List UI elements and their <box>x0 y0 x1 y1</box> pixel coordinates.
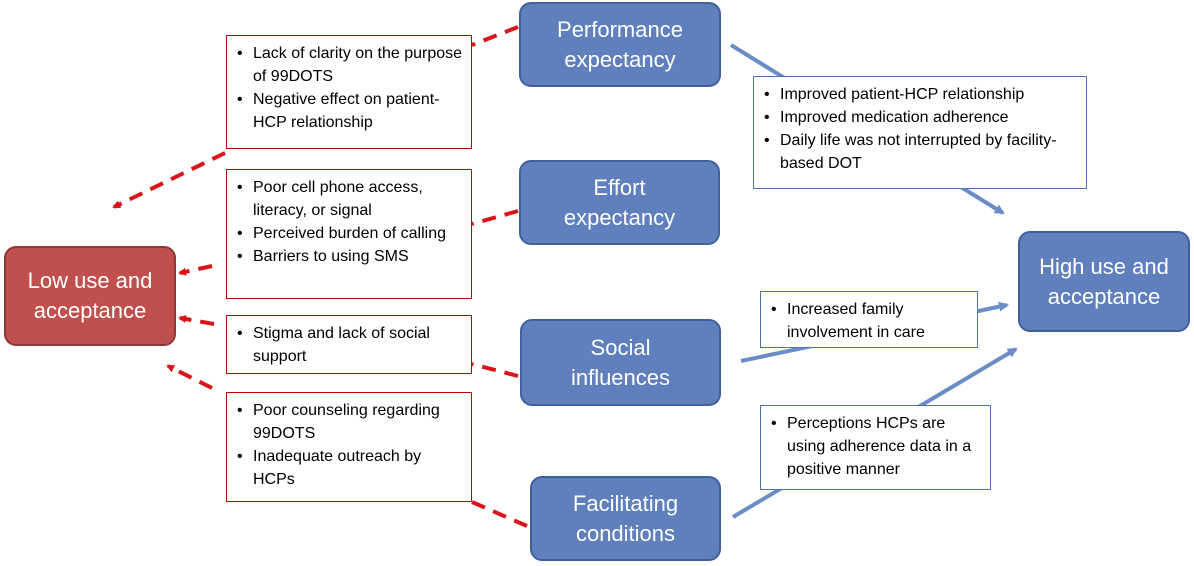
effort-expectancy-label: Effort expectancy <box>563 174 676 230</box>
barrier-item: Perceived burden of calling <box>235 222 465 245</box>
barrier-item: Poor cell phone access, literacy, or sig… <box>235 176 465 222</box>
facilitator-item: Perceptions HCPs are using adherence dat… <box>769 412 984 481</box>
facilitator-item: Daily life was not interrupted by facili… <box>762 129 1080 175</box>
barrier-box-facilitating: Poor counseling regarding 99DOTS Inadequ… <box>226 392 472 502</box>
barrier-box-effort: Poor cell phone access, literacy, or sig… <box>226 169 472 299</box>
arrow-barrier-facilitating-to-low <box>166 364 213 390</box>
performance-expectancy-label: Performance expectancy <box>557 16 683 72</box>
barrier-item: Lack of clarity on the purpose of 99DOTS <box>235 42 465 88</box>
facilitator-box-social: Increased family involvement in care <box>760 291 978 348</box>
barrier-item: Barriers to using SMS <box>235 245 465 268</box>
performance-expectancy-node: Performance expectancy <box>519 2 721 87</box>
arrow-barrier-performance-to-low <box>112 151 226 209</box>
barrier-box-social: Stigma and lack of social support <box>226 315 472 374</box>
facilitating-conditions-node: Facilitating conditions <box>530 476 721 561</box>
high-use-node: High use and acceptance <box>1018 231 1190 332</box>
arrow-barrier-social-to-low <box>178 315 215 326</box>
barrier-item: Negative effect on patient-HCP relations… <box>235 88 465 134</box>
facilitator-item: Improved patient-HCP relationship <box>762 83 1080 106</box>
barrier-box-performance: Lack of clarity on the purpose of 99DOTS… <box>226 35 472 149</box>
connector-facilitating-to-barrier <box>471 500 528 528</box>
low-use-node: Low use and acceptance <box>4 246 176 346</box>
low-use-label: Low use and acceptance <box>27 268 153 323</box>
barrier-item: Stigma and lack of social support <box>235 322 465 368</box>
facilitating-conditions-label: Facilitating conditions <box>572 490 679 546</box>
effort-expectancy-node: Effort expectancy <box>519 160 720 245</box>
barrier-item: Inadequate outreach by HCPs <box>235 445 465 491</box>
barrier-item: Poor counseling regarding 99DOTS <box>235 399 465 445</box>
social-influences-label: Social influences <box>570 334 671 390</box>
social-influences-node: Social influences <box>520 319 721 406</box>
facilitator-box-facilitating: Perceptions HCPs are using adherence dat… <box>760 405 991 490</box>
high-use-label: High use and acceptance <box>1039 253 1169 309</box>
arrow-barrier-effort-to-low <box>178 264 213 276</box>
facilitator-box-performance: Improved patient-HCP relationship Improv… <box>753 76 1087 189</box>
connector-performance-to-barrier <box>471 25 519 47</box>
connector-social-to-barrier <box>471 362 519 378</box>
connector-effort-to-barrier <box>471 209 519 226</box>
facilitator-item: Increased family involvement in care <box>769 298 971 344</box>
facilitator-item: Improved medication adherence <box>762 106 1080 129</box>
